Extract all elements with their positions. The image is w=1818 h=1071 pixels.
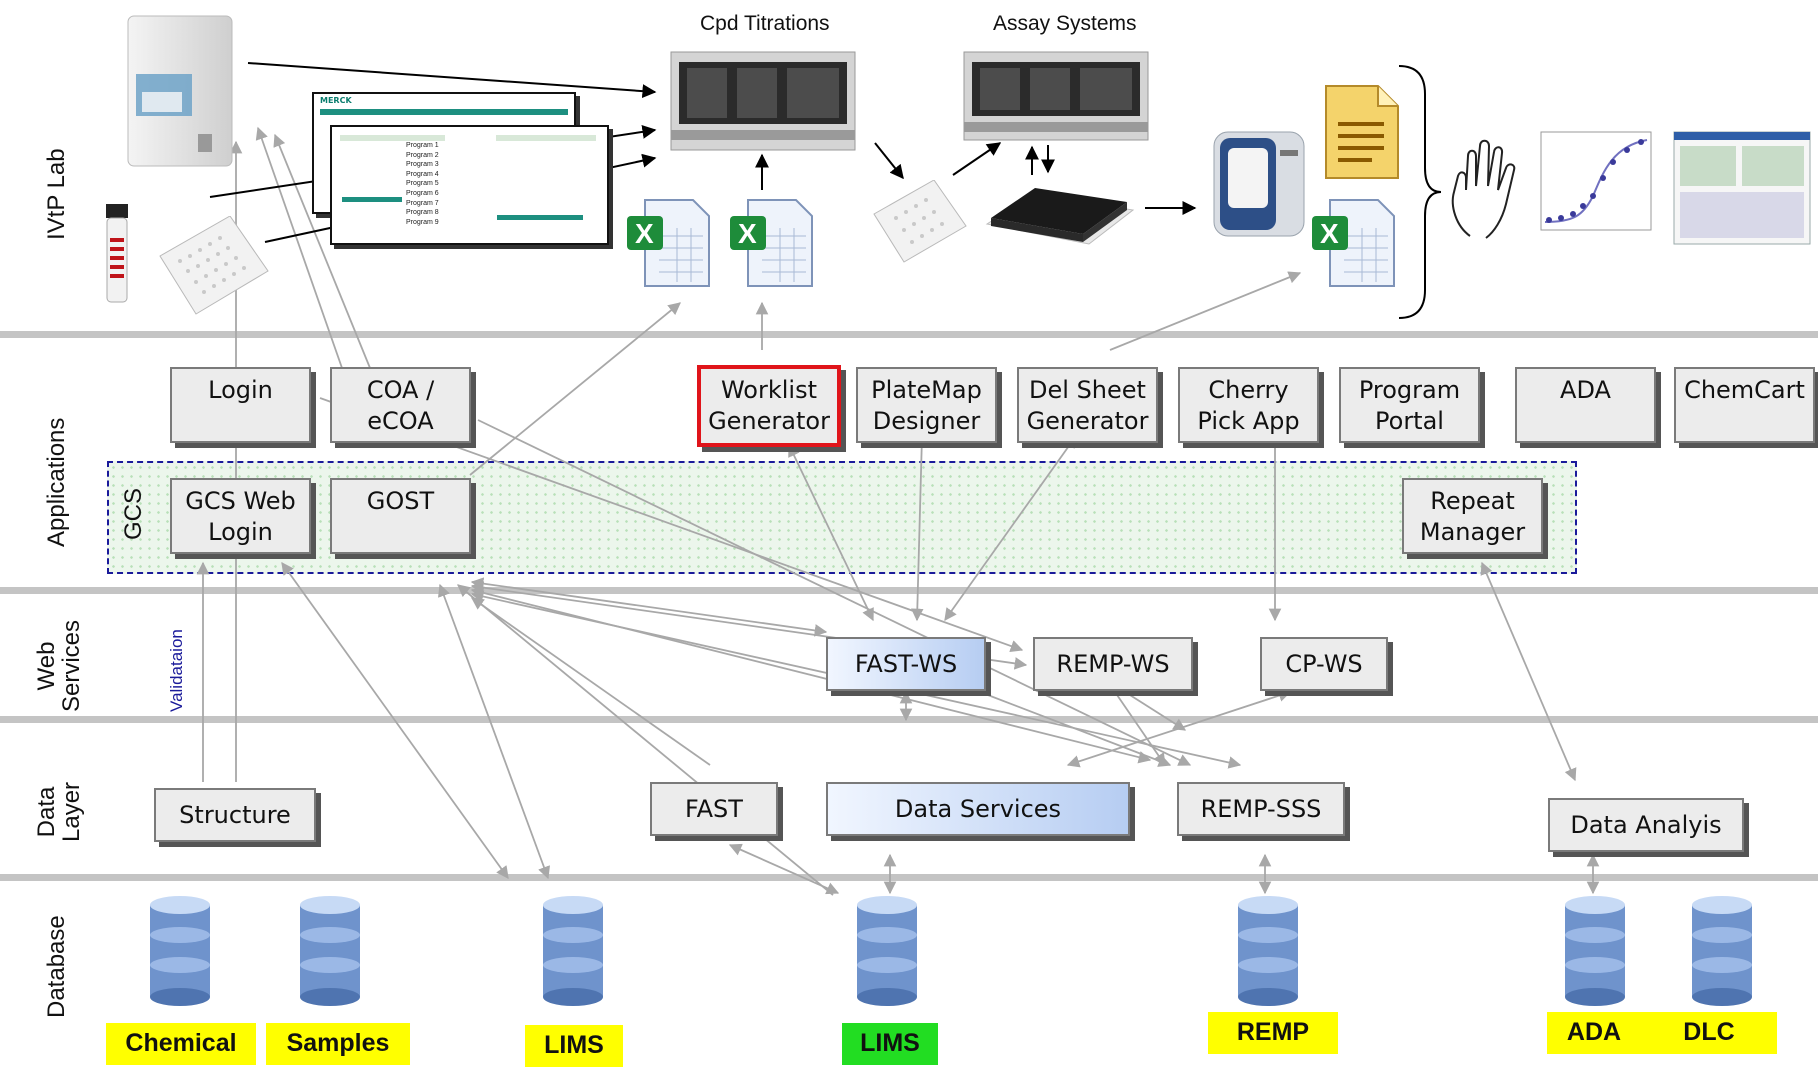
merck-logo: MERCK [320, 96, 352, 105]
program-item[interactable]: Program 1 [406, 142, 439, 149]
data-app-screenshot-image [1673, 131, 1811, 245]
lims-database-icon [543, 896, 603, 1006]
fast-ws-service[interactable]: FAST-WS [826, 637, 986, 691]
excel-file-icon: X [730, 199, 813, 287]
svg-text:X: X [738, 218, 757, 249]
samples-db-label: Samples [266, 1023, 410, 1065]
program-item[interactable]: Program 7 [406, 199, 439, 207]
chemical-database-icon [150, 896, 210, 1006]
repeat-manager-app[interactable]: Repeat Manager [1402, 478, 1543, 554]
separator-lab-apps [0, 331, 1818, 338]
program-item[interactable]: Program 8 [406, 209, 439, 217]
login-app[interactable]: Login [170, 367, 311, 443]
platemap-designer-app[interactable]: PlateMap Designer [856, 367, 997, 443]
program-item[interactable]: Program 6 [406, 189, 439, 197]
cpd-titrations-instrument [670, 51, 856, 151]
remp-db-label: REMP [1208, 1012, 1338, 1054]
cherry-pick-app[interactable]: Cherry Pick App [1178, 367, 1319, 443]
svg-text:X: X [635, 218, 654, 249]
output-brace [1398, 65, 1442, 319]
assay-systems-instrument [963, 51, 1149, 141]
ada-db-label: ADA [1547, 1012, 1641, 1054]
microplate-image [159, 216, 269, 315]
lims-db-label: LIMS [525, 1025, 623, 1067]
chemical-db-label: Chemical [106, 1023, 256, 1065]
svg-text:X: X [1320, 218, 1339, 249]
remp-sss-data[interactable]: REMP-SSS [1177, 782, 1345, 836]
data-analysis-data[interactable]: Data Analyis [1548, 798, 1744, 852]
ada-app[interactable]: ADA [1515, 367, 1656, 443]
microplate-image [873, 180, 967, 263]
gcs-web-login-app[interactable]: GCS Web Login [170, 478, 311, 554]
lims-active-db-label: LIMS [842, 1023, 938, 1065]
coa-ecoa-app[interactable]: COA / eCOA [330, 367, 471, 443]
gost-app[interactable]: GOST [330, 478, 471, 554]
assay-plate-image [985, 188, 1135, 245]
vial-image [106, 204, 128, 303]
cpd-titrations-caption: Cpd Titrations [700, 12, 830, 35]
assay-systems-caption: Assay Systems [993, 12, 1137, 35]
remp-database-icon [1238, 896, 1298, 1006]
excel-file-icon: X [1312, 199, 1395, 287]
dose-response-plot-image [1540, 131, 1652, 231]
samples-database-icon [300, 896, 360, 1006]
lims-active-database-icon [857, 896, 917, 1006]
program-list[interactable]: Program 1 Program 2 Program 3 Program 4 … [400, 141, 494, 227]
hand-icon [1451, 139, 1516, 239]
program-portal-app[interactable]: Program Portal [1339, 367, 1480, 443]
separator-data-db [0, 874, 1818, 881]
document-icon [1325, 85, 1399, 179]
structure-data[interactable]: Structure [154, 788, 316, 842]
dlc-db-label: DLC [1641, 1012, 1777, 1054]
data-services[interactable]: Data Services [826, 782, 1130, 836]
program-item[interactable]: Program 5 [406, 180, 439, 188]
program-item[interactable]: Program 2 [406, 151, 439, 159]
ada-database-icon [1565, 896, 1625, 1006]
cp-ws-service[interactable]: CP-WS [1260, 637, 1388, 691]
app-screenshot-front: Program 1 Program 2 Program 3 Program 4 … [330, 125, 609, 245]
dlc-database-icon [1692, 896, 1752, 1006]
program-item[interactable]: Program 9 [406, 218, 439, 226]
fast-data[interactable]: FAST [650, 782, 778, 836]
excel-file-icon: X [627, 199, 710, 287]
plate-reader-image [1213, 131, 1305, 237]
program-item[interactable]: Program 4 [406, 170, 439, 178]
program-item[interactable]: Program 3 [406, 161, 439, 169]
del-sheet-generator-app[interactable]: Del Sheet Generator [1017, 367, 1158, 443]
storage-cabinet-image [127, 15, 233, 167]
worklist-generator-app[interactable]: Worklist Generator [697, 365, 841, 447]
chemcart-app[interactable]: ChemCart [1674, 367, 1815, 443]
remp-ws-service[interactable]: REMP-WS [1033, 637, 1193, 691]
